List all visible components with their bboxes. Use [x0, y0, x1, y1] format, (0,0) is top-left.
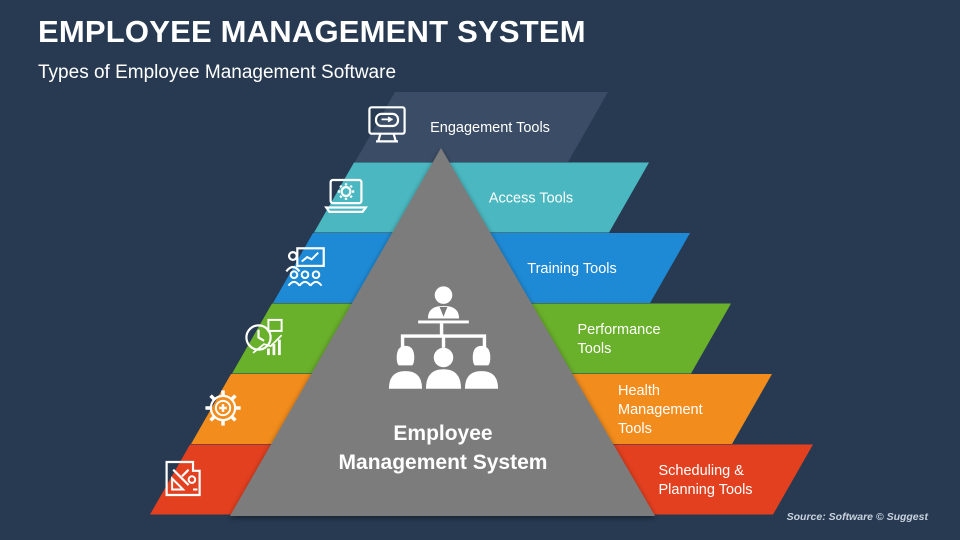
band-label: Management	[618, 402, 703, 418]
page-subtitle: Types of Employee Management Software	[38, 62, 397, 83]
band-label: Scheduling &	[659, 463, 745, 479]
band-label: Planning Tools	[659, 482, 753, 498]
band-engagement	[355, 92, 608, 162]
band-label: Engagement Tools	[430, 120, 550, 136]
band-label: Health	[618, 383, 660, 399]
source-note: Source: Software © Suggest	[786, 511, 928, 523]
health-gear-icon	[203, 388, 243, 428]
center-label-line2: Management System	[339, 451, 548, 474]
band-label: Tools	[578, 341, 612, 357]
band-label: Access Tools	[489, 191, 573, 207]
band-laptop-gear	[314, 162, 649, 233]
band-label: Performance	[578, 322, 661, 338]
center-label-line1: Employee	[393, 422, 492, 445]
page-title: EMPLOYEE MANAGEMENT SYSTEM	[38, 14, 586, 49]
band-label: Training Tools	[527, 261, 616, 277]
band-label: Tools	[618, 421, 652, 437]
pyramid-center: Employee Management System	[230, 148, 655, 516]
